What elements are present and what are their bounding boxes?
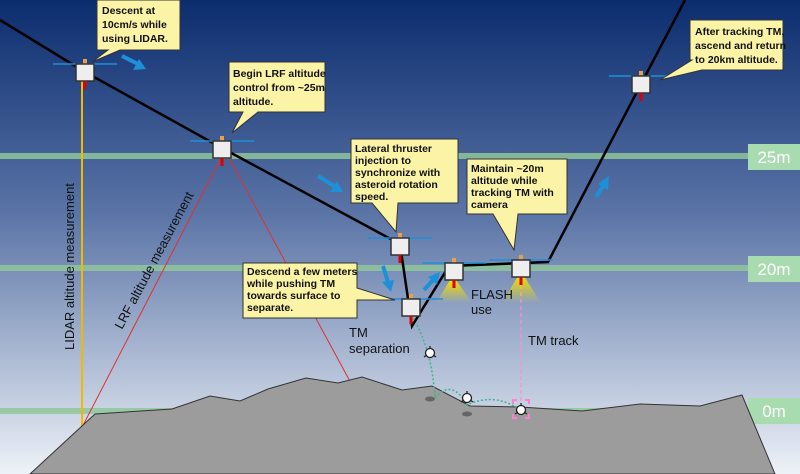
arrow-icon — [594, 184, 605, 199]
spacecraft-trajectory — [0, 0, 687, 330]
tm-track-label: TM track — [528, 333, 579, 348]
altitude-label-0m: 0m — [762, 402, 786, 421]
lrf-beam-left — [59, 155, 223, 471]
altitude-tag-0m — [748, 398, 800, 424]
tm-shadow — [425, 396, 435, 402]
altitude-tag-25m — [748, 144, 800, 170]
altitude-tag-20m — [748, 256, 800, 282]
tm-shadow — [462, 411, 472, 417]
camera-beam — [502, 276, 541, 303]
arrow-icon — [422, 278, 435, 292]
altitude-line-20m — [0, 265, 800, 271]
tm-bounce-path — [412, 317, 521, 411]
arrow-icon — [316, 174, 336, 188]
altitude-label-25m: 25m — [757, 148, 790, 167]
tm-target-marker — [512, 399, 530, 419]
arrow-icon — [381, 265, 390, 283]
lidar-measurement-label: LIDAR altitude measurement — [62, 183, 77, 350]
flash-beam — [436, 280, 472, 303]
altitude-label-20m: 20m — [757, 260, 790, 279]
direction-arrows — [121, 54, 609, 292]
asteroid-surface — [29, 376, 776, 474]
arrow-icon — [121, 54, 139, 66]
